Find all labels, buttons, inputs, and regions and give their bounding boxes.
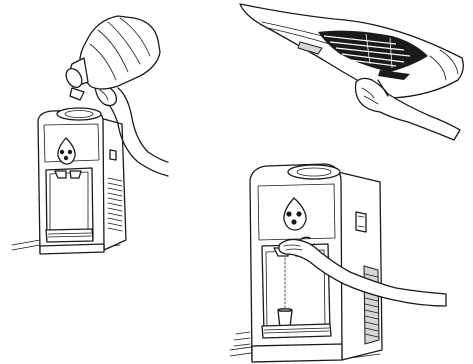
drip-tray-icon: [262, 324, 331, 338]
water-bottle-icon: [63, 16, 160, 100]
water-dispensing-illustration: [230, 164, 446, 362]
bottle-installation-illustration: [12, 16, 168, 254]
water-dispenser-icon: [38, 108, 126, 254]
side-handle-icon: [356, 212, 366, 232]
instruction-manual-illustration: [240, 4, 463, 140]
manual-sheet-icon: [240, 4, 463, 98]
vent-grille-icon: [364, 266, 379, 344]
water-dispenser-icon: [234, 164, 382, 362]
drip-tray-icon: [46, 229, 93, 242]
